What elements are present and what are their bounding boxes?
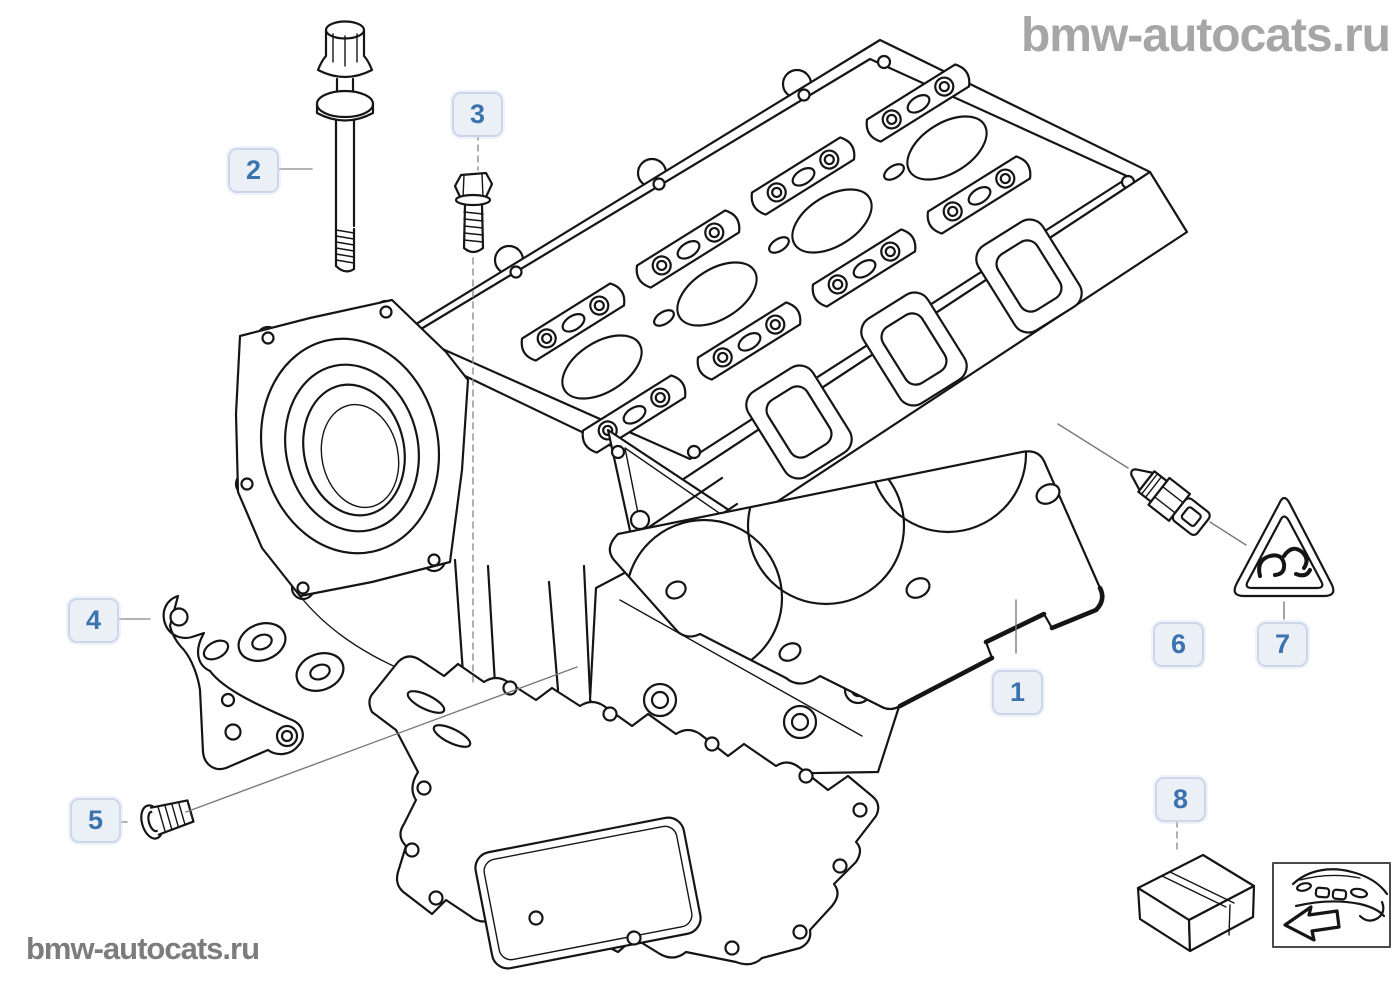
head-gasket-drawing bbox=[608, 450, 1105, 711]
callout-8[interactable]: 8 bbox=[1155, 777, 1206, 822]
callout-7[interactable]: 7 bbox=[1257, 622, 1308, 667]
mounting-bracket-drawing bbox=[162, 594, 304, 771]
callout-2[interactable]: 2 bbox=[228, 148, 279, 193]
leader-lines bbox=[111, 133, 1285, 852]
watermark-bottom-left: bmw-autocats.ru bbox=[26, 931, 260, 966]
bottom-gasket-drawing bbox=[368, 655, 880, 970]
callout-3[interactable]: 3 bbox=[452, 92, 503, 137]
hex-bolt-drawing bbox=[453, 171, 494, 254]
watermark-top-right: bmw-autocats.ru bbox=[1020, 9, 1391, 62]
temperature-sensor-drawing bbox=[1130, 468, 1211, 536]
countersunk-screw-drawing bbox=[140, 799, 195, 840]
callout-1[interactable]: 1 bbox=[992, 670, 1043, 715]
sealant-package-box-icon bbox=[1136, 853, 1256, 953]
callout-5[interactable]: 5 bbox=[70, 798, 121, 843]
callout-4[interactable]: 4 bbox=[68, 598, 119, 643]
car-front-direction-icon bbox=[1272, 862, 1391, 948]
cylinder-head-bolt-drawing bbox=[315, 20, 375, 273]
cylinder-head-drawing bbox=[234, 38, 1189, 778]
asbestos-warning-triangle-icon bbox=[1233, 496, 1335, 598]
callout-6[interactable]: 6 bbox=[1153, 622, 1204, 667]
